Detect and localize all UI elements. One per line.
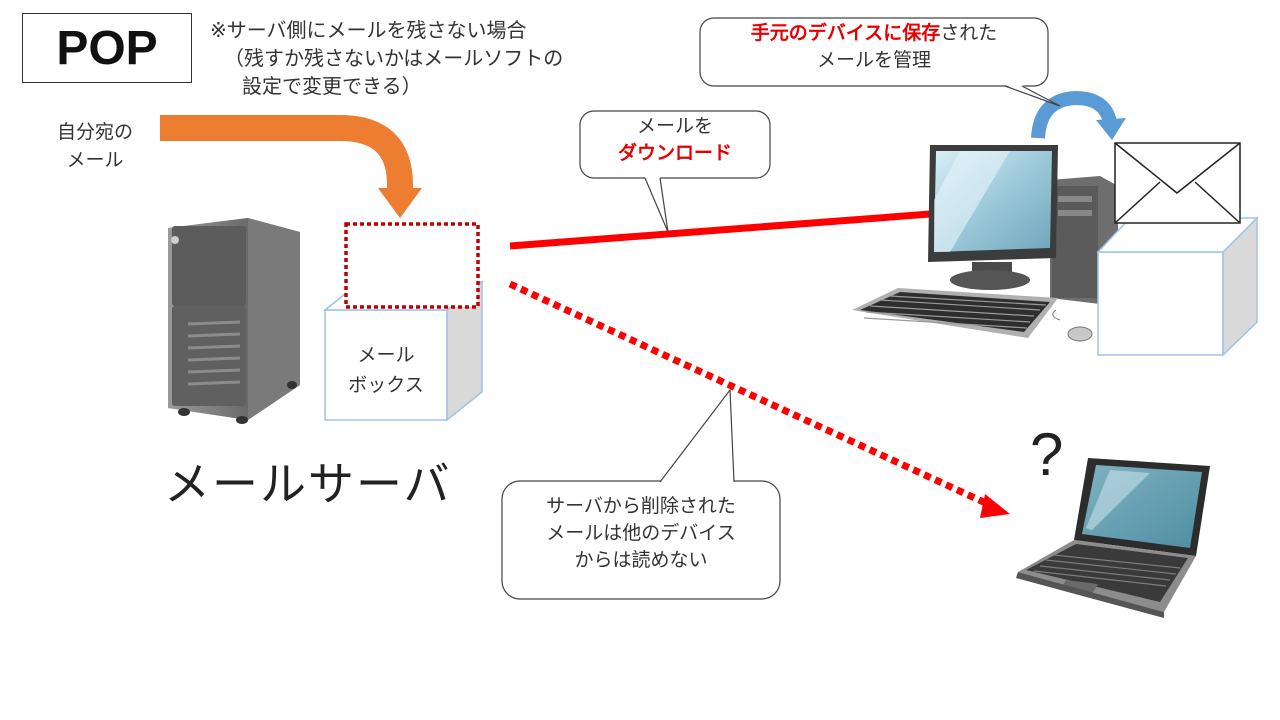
callout-local-rest: された <box>940 22 998 44</box>
callout-local-bubble <box>699 17 1061 107</box>
settings-note: ※サーバ側にメールを残さない場合 （残すか残さないかはメールソフトの 設定で変更… <box>210 16 563 100</box>
note-line-3: 設定で変更できる） <box>242 74 422 98</box>
callout-deleted-line-1: サーバから削除された <box>546 495 736 517</box>
server-tower-icon <box>168 218 300 424</box>
incoming-mail-label: 自分宛の メール <box>40 118 150 174</box>
deleted-mail-slot <box>344 222 480 309</box>
incoming-label-line-1: 自分宛の <box>56 121 133 143</box>
note-line-2: （残すか残さないかはメールソフトの <box>224 46 564 70</box>
local-storage-box <box>1096 216 1259 357</box>
envelope-icon <box>1114 142 1241 224</box>
mailbox-label-line-1: メール <box>357 344 415 366</box>
callout-download-line-2: ダウンロード <box>617 142 732 164</box>
laptop-icon <box>1016 458 1210 618</box>
mailbox-label: メール ボックス <box>326 340 446 400</box>
server-label: メールサーバ <box>164 457 452 511</box>
callout-download-bubble <box>579 110 771 233</box>
incoming-label-line-2: メール <box>66 149 124 171</box>
protocol-title: POP <box>22 13 192 83</box>
question-mark-icon: ? <box>1030 421 1064 488</box>
callout-deleted-line-3: からは読めない <box>574 549 708 571</box>
note-line-1: ※サーバ側にメールを残さない場合 <box>210 18 527 42</box>
callout-download-line-1: メールを <box>636 115 713 137</box>
unavailable-arrow <box>508 280 1010 518</box>
callout-deleted-bubble <box>501 388 781 600</box>
incoming-mail-arrow <box>160 115 422 218</box>
callout-local-line-2: メールを管理 <box>816 49 931 71</box>
callout-deleted-line-2: メールは他のデバイス <box>546 522 736 544</box>
callout-deleted-text: サーバから削除された メールは他のデバイス からは読めない <box>504 493 778 574</box>
callout-local-line-1: 手元のデバイスに保存された <box>702 20 1046 47</box>
desktop-computer-icon <box>852 145 1118 342</box>
sync-arrow-icon <box>1031 90 1126 140</box>
callout-local-text: 手元のデバイスに保存された メールを管理 <box>702 20 1046 74</box>
callout-download-text: メールを ダウンロード <box>582 113 768 167</box>
callout-local-emphasis: 手元のデバイスに保存 <box>750 22 941 44</box>
mailbox-label-line-2: ボックス <box>348 374 424 396</box>
